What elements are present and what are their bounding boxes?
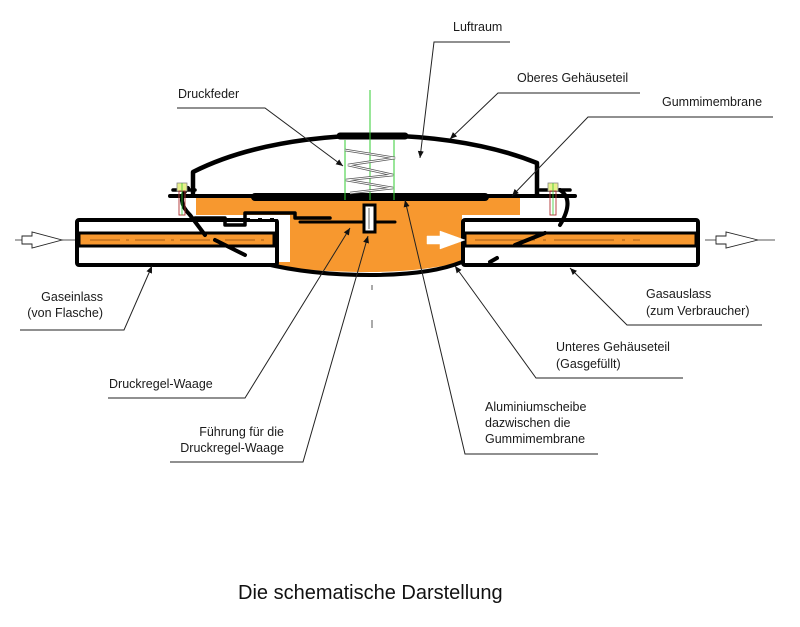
label-gasauslass-line1: Gasauslass [646, 287, 711, 301]
left-bolt [176, 182, 188, 216]
inlet-arrow-icon [15, 231, 75, 249]
inlet-gas-channel [77, 231, 276, 248]
guide-pin [362, 203, 377, 328]
label-aluminiumscheibe-line3: Gummimembrane [485, 432, 585, 446]
label-unteres-gehaeuseteil-line2: (Gasgefüllt) [556, 357, 621, 371]
label-druckfeder: Druckfeder [178, 87, 239, 101]
label-fuehrung-line1: Führung für die [199, 425, 284, 439]
gas-chamber-fill [196, 197, 520, 272]
lower-housing [196, 197, 520, 277]
lower-housing-outline [260, 260, 464, 277]
label-luftraum: Luftraum [453, 20, 502, 34]
outlet-gas-channel [463, 231, 698, 248]
inlet-pipe [75, 186, 332, 267]
label-gaseinlass-line2: (von Flasche) [27, 306, 103, 320]
outlet-pipe [461, 188, 700, 267]
label-aluminiumscheibe-line1: Aluminiumscheibe [485, 400, 586, 414]
diagram-title: Die schematische Darstellung [238, 582, 503, 604]
label-fuehrung-line2: Druckregel-Waage [180, 441, 284, 455]
upper-housing [171, 132, 572, 198]
label-oberes-gehaeuseteil: Oberes Gehäuseteil [517, 71, 628, 85]
label-gaseinlass-line1: Gaseinlass [41, 290, 103, 304]
label-aluminiumscheibe-line2: dazwischen die [485, 416, 571, 430]
label-gasauslass-line2: (zum Verbraucher) [646, 304, 750, 318]
labels: Luftraum Oberes Gehäuseteil Druckfeder G… [27, 20, 762, 455]
compression-spring [344, 90, 396, 200]
right-bolt [547, 182, 559, 216]
flow-arrow-icon [426, 230, 466, 250]
label-druckregel-waage: Druckregel-Waage [109, 377, 213, 391]
label-gummimembrane: Gummimembrane [662, 95, 762, 109]
outlet-arrow-icon [705, 231, 775, 249]
leader-lines [20, 41, 773, 463]
label-unteres-gehaeuseteil-line1: Unteres Gehäuseteil [556, 340, 670, 354]
